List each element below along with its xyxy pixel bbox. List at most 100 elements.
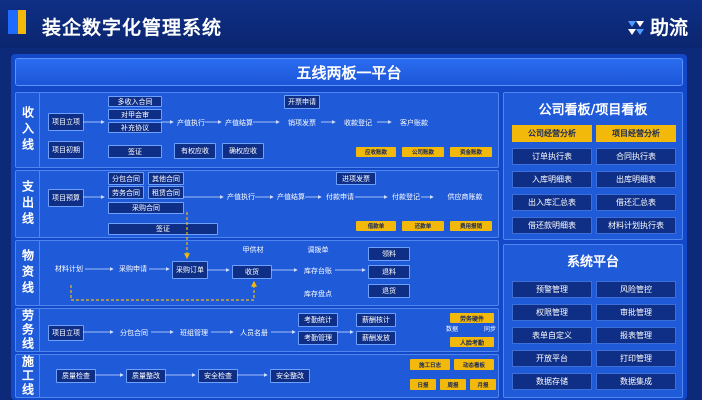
board-item-4[interactable]: 入库明细表 [512, 171, 592, 188]
lane-labor-label-text: 劳务线 [20, 309, 35, 351]
node-revenue-project-setup[interactable]: 项目立项 [48, 113, 84, 131]
node-expense-visa[interactable]: 签证 [108, 223, 218, 235]
node-material-pick[interactable]: 领料 [368, 247, 410, 261]
node-labor-face-attend[interactable]: 人脸考勤 [450, 337, 494, 347]
node-material-return-goods[interactable]: 退货 [368, 284, 410, 298]
tag-construction-2[interactable]: 日报 [410, 379, 436, 390]
tag-expense-0[interactable]: 借款单 [356, 221, 396, 231]
brand: 助流 [626, 13, 688, 40]
node-construction-quality-rectify[interactable]: 质量整改 [126, 369, 166, 383]
node-revenue-visa[interactable]: 签证 [108, 145, 162, 158]
lane-construction-label: 施工线 [16, 355, 40, 397]
node-labor-attend-manage[interactable]: 考勤管理 [298, 331, 338, 345]
node-revenue-multi-contract[interactable]: 多收入合同 [108, 96, 162, 107]
tag-expense-2[interactable]: 费用报销 [450, 221, 492, 231]
node-expense-supplier-account[interactable]: 供应商账款 [447, 193, 483, 201]
node-material-receive[interactable]: 收货 [232, 265, 272, 279]
company-board-title: 公司看板/项目看板 [538, 102, 648, 118]
node-labor-team-manage[interactable]: 班组管理 [180, 329, 208, 337]
platform-item-5[interactable]: 报表管理 [596, 327, 676, 344]
node-revenue-output-exec[interactable]: 产值执行 [177, 119, 205, 127]
node-expense-output-exec[interactable]: 产值执行 [227, 193, 255, 201]
board-item-1[interactable]: 项目经营分析 [596, 125, 676, 142]
node-material-purchase-apply[interactable]: 采购申请 [119, 265, 147, 273]
node-expense-labor-contract[interactable]: 劳务合同 [108, 186, 144, 199]
node-revenue-contract-review[interactable]: 对甲会审 [108, 109, 162, 120]
node-labor-salary-pay[interactable]: 薪酬发放 [356, 331, 396, 345]
platform-item-3[interactable]: 审批管理 [596, 304, 676, 321]
node-material-plan[interactable]: 材料计划 [55, 265, 83, 273]
lane-revenue-label-text: 收入线 [20, 106, 35, 154]
node-construction-safety-rectify[interactable]: 安全整改 [270, 369, 310, 383]
node-revenue-project-initial[interactable]: 项目初期 [48, 141, 84, 159]
node-labor-sub-contract[interactable]: 分包合同 [120, 329, 148, 337]
node-expense-lease-contract[interactable]: 租赁合同 [148, 186, 184, 199]
node-construction-quality-check[interactable]: 质量检查 [56, 369, 96, 383]
node-expense-payment-register[interactable]: 付款登记 [392, 193, 420, 201]
tag-revenue-0[interactable]: 应收账款 [356, 147, 396, 157]
node-expense-other-contract[interactable]: 其他合同 [148, 172, 184, 185]
node-revenue-sales-invoice[interactable]: 销项发票 [288, 119, 316, 127]
board-item-8[interactable]: 借还款明细表 [512, 217, 592, 234]
platform-item-0[interactable]: 预警管理 [512, 281, 592, 298]
node-revenue-collection-register[interactable]: 收款登记 [344, 119, 372, 127]
company-board-panel: 公司看板/项目看板 公司经营分析 项目经营分析 订单执行表 合同执行表 入库明细… [503, 92, 683, 240]
node-labor-attend-stat[interactable]: 考勤统计 [298, 313, 338, 327]
tag-construction-3[interactable]: 周报 [440, 379, 466, 390]
node-expense-payment-apply[interactable]: 付款申请 [326, 193, 354, 201]
node-material-inventory-ledger[interactable]: 库存台账 [304, 267, 332, 275]
node-labor-hw-terminal[interactable]: 劳务硬件 [450, 313, 494, 323]
node-expense-input-invoice[interactable]: 进项发票 [336, 172, 376, 185]
tag-construction-4[interactable]: 月报 [470, 379, 496, 390]
node-labor-data: 数据 [445, 326, 458, 333]
node-labor-salary-calc[interactable]: 薪酬核计 [356, 313, 396, 327]
lane-revenue-label: 收入线 [16, 93, 40, 167]
board-item-2[interactable]: 订单执行表 [512, 148, 592, 165]
node-material-purchase-order[interactable]: 采购订单 [172, 261, 208, 279]
node-revenue-receivable[interactable]: 有权应收 [174, 143, 216, 159]
brand-name: 助流 [649, 17, 688, 39]
tag-expense-1[interactable]: 还款单 [402, 221, 444, 231]
board-item-6[interactable]: 出入库汇总表 [512, 194, 592, 211]
node-revenue-output-settle[interactable]: 产值结算 [225, 119, 253, 127]
platform-item-8[interactable]: 数据存储 [512, 373, 592, 390]
node-expense-project-budget[interactable]: 项目预算 [48, 189, 84, 207]
tag-revenue-2[interactable]: 资金账款 [450, 147, 492, 157]
node-material-return[interactable]: 退料 [368, 265, 410, 279]
platform-item-6[interactable]: 开放平台 [512, 350, 592, 367]
node-revenue-supplement[interactable]: 补充协议 [108, 122, 162, 133]
tag-construction-0[interactable]: 施工日志 [410, 359, 450, 370]
node-expense-output-settle[interactable]: 产值结算 [277, 193, 305, 201]
node-revenue-invoice-apply[interactable]: 开票申请 [284, 95, 320, 109]
board-item-7[interactable]: 借还汇总表 [596, 194, 676, 211]
node-labor-project-setup[interactable]: 项目立项 [48, 325, 84, 341]
node-labor-staff-list[interactable]: 人员名册 [240, 329, 268, 337]
lane-material: 物资线 材料计划 采购申请 采购订单 甲供材 收货 调拨单 库存台账 库存盘点 … [15, 240, 499, 306]
platform-banner: 五线两板一平台 [15, 58, 683, 86]
platform-item-2[interactable]: 权限管理 [512, 304, 592, 321]
platform-item-4[interactable]: 表单自定义 [512, 327, 592, 344]
lane-expense: 支出线 项目预算 分包合同 劳务合同 其他合同 租赁合同 采购合同 签证 产值执… [15, 170, 499, 238]
board-item-5[interactable]: 出库明细表 [596, 171, 676, 188]
platform-item-9[interactable]: 数据集成 [596, 373, 676, 390]
node-material-owner-material[interactable]: 甲供材 [242, 246, 264, 254]
platform-item-1[interactable]: 风险管控 [596, 281, 676, 298]
board-item-0[interactable]: 公司经营分析 [512, 125, 592, 142]
lane-labor-label: 劳务线 [16, 309, 40, 351]
node-material-stocktake[interactable]: 库存盘点 [304, 290, 332, 298]
node-expense-sub-contract[interactable]: 分包合同 [108, 172, 144, 185]
board-item-9[interactable]: 材料计划执行表 [596, 217, 676, 234]
tag-construction-1[interactable]: 动态看板 [454, 359, 494, 370]
node-revenue-confirmed-receivable[interactable]: 确权应收 [222, 143, 264, 159]
platform-item-7[interactable]: 打印管理 [596, 350, 676, 367]
system-platform-title: 系统平台 [566, 254, 619, 270]
lane-expense-label-text: 支出线 [20, 180, 35, 228]
node-material-transfer[interactable]: 调拨单 [307, 246, 329, 254]
board-item-3[interactable]: 合同执行表 [596, 148, 676, 165]
node-expense-purchase-contract[interactable]: 采购合同 [108, 202, 184, 214]
lane-revenue: 收入线 项目立项 项目初期 多收入合同 对甲会审 补充协议 签证 产值执行 产值… [15, 92, 499, 168]
tag-revenue-1[interactable]: 公司账款 [402, 147, 444, 157]
node-construction-safety-check[interactable]: 安全检查 [198, 369, 238, 383]
page-title: 装企数字化管理系统 [42, 17, 223, 39]
node-revenue-customer-account[interactable]: 客户账款 [400, 119, 428, 127]
